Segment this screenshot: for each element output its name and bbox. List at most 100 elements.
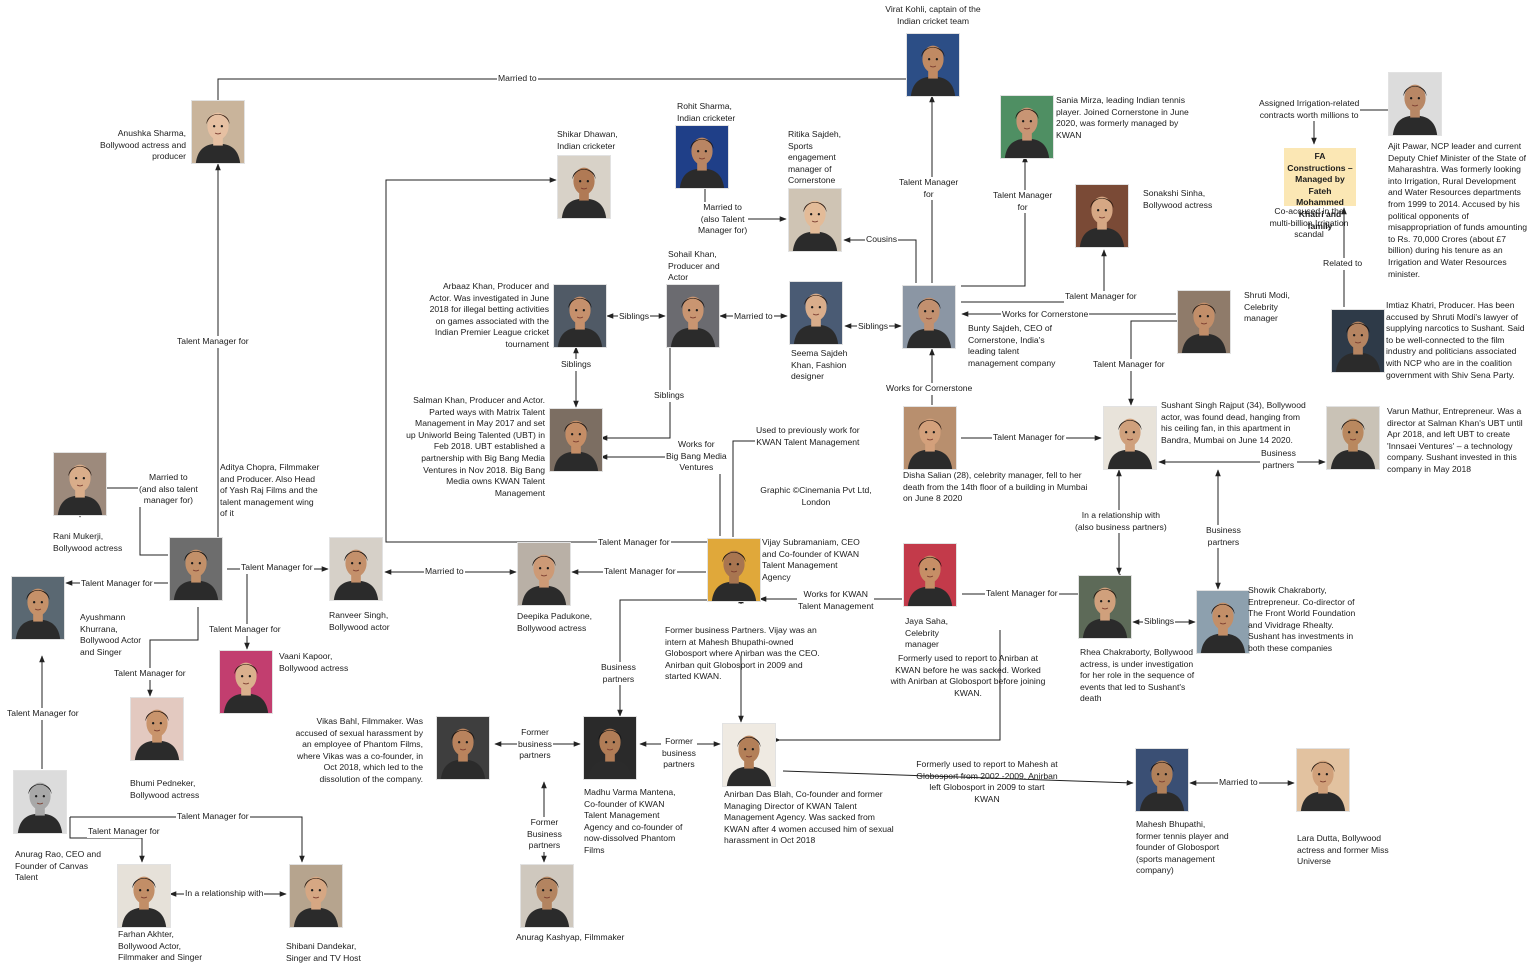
label-imtiaz-khatri: Imtiaz Khatri, Producer. Has been accuse… (1386, 300, 1525, 380)
photo-ranveer-singh (329, 537, 383, 601)
connector-44 (779, 630, 1001, 743)
connector-40 (69, 817, 145, 863)
label-anushka-sharma: Anushka Sharma, Bollywood actress and pr… (100, 128, 186, 162)
photo-farhan-akhter (117, 864, 171, 928)
photo-rohit-sharma (675, 125, 729, 189)
photo-mahesh-bhupathi (1135, 748, 1189, 812)
edge-label-vijay-shikar: Talent Manager for (597, 537, 671, 549)
label-ritika-sajdeh: Ritika Sajdeh, Sports engagement manager… (788, 129, 842, 186)
edge-label-cousins: Cousins (865, 234, 899, 246)
label-salman-khan: Salman Khan, Producer and Actor. Parted … (406, 395, 545, 498)
photo-anurag-rao (13, 770, 67, 834)
photo-anushka-sharma (191, 100, 245, 164)
note-co-accused: Co-accused in the multi-billion Irrigati… (1269, 206, 1349, 240)
label-shruti-modi: Shruti Modi, Celebrity manager (1244, 290, 1290, 324)
edge-label-farhan-shibani: In a relationship with (184, 888, 265, 900)
label-shikar-dhawan: Shikar Dhawan, Indian cricketer (557, 129, 618, 151)
label-ayushmann-khurrana: Ayushmann Khurrana, Bollywood Actor and … (80, 612, 142, 657)
edge-label-sushant-rhea: In a relationship with (also business pa… (1074, 510, 1168, 534)
connector-14 (600, 347, 671, 441)
edge-label-anushka-virat: Married to (497, 73, 538, 85)
label-lara-dutta: Lara Dutta, Bollywood actress and former… (1297, 833, 1389, 867)
edge-label-madhu-anirban: Former business partners (661, 736, 697, 771)
edge-label-arbaaz-sohail: Siblings (618, 311, 651, 323)
label-rani-mukerji: Rani Mukerji, Bollywood actress (53, 531, 123, 553)
photo-bunty-sajdeh (902, 285, 956, 349)
photo-bhumi-pedneker (130, 697, 184, 761)
edge-label-sohail-seema: Married to (733, 311, 774, 323)
edge-label-bunty-sonakshi: Talent Manager for (1064, 291, 1138, 303)
edge-label-sohail-salman: Siblings (653, 390, 686, 402)
label-vikas-bahl: Vikas Bahl, Filmmaker. Was accused of se… (295, 716, 423, 784)
photo-shruti-modi (1177, 290, 1231, 354)
edge-label-mahesh-lara: Married to (1218, 777, 1259, 789)
photo-madhu-varma-mantena (583, 716, 637, 780)
edge-label-disha-cornerstone: Works for Cornerstone (885, 383, 974, 395)
photo-ayushmann-khurrana (11, 576, 65, 640)
edge-label-vijay-bigbang: Works for Big Bang Media Ventures (665, 439, 728, 474)
label-rohit-sharma: Rohit Sharma, Indian cricketer (677, 101, 736, 123)
label-varun-mathur: Varun Mathur, Entrepreneur. Was a direct… (1387, 406, 1523, 474)
edge-label-disha-kwan: Used to previously work for KWAN Talent … (755, 425, 861, 449)
label-sania-mirza: Sania Mirza, leading Indian tennis playe… (1056, 95, 1189, 140)
label-sohail-khan: Sohail Khan, Producer and Actor (668, 249, 720, 283)
edge-label-vijay-deepika: Talent Manager for (603, 566, 677, 578)
photo-sohail-khan (666, 284, 720, 348)
edge-label-vikas-madhu: Former business partners (517, 727, 553, 762)
edge-label-rohit-ritika: Married to (also Talent Manager for) (697, 202, 749, 237)
label-deepika-padukone: Deepika Padukone, Bollywood actress (517, 611, 593, 633)
photo-ajit-pawar (1388, 72, 1442, 136)
photo-seema-sajdeh-khan (789, 281, 843, 345)
edge-label-aditya-ayushmann: Talent Manager for (80, 578, 154, 590)
edge-label-anuragrao-shibani: Talent Manager for (176, 811, 250, 823)
label-ranveer-singh: Ranveer Singh, Bollywood actor (329, 610, 390, 632)
photo-ritika-sajdeh (788, 188, 842, 252)
edge-label-sushant-showik: Business partners (1205, 525, 1242, 549)
photo-virat-kohli (906, 33, 960, 97)
note-reported-to-anirban: Formerly used to report to Anirban at KW… (890, 653, 1046, 698)
photo-sushant-singh-rajput (1103, 406, 1157, 470)
label-jaya-saha: Jaya Saha, Celebrity manager (905, 616, 948, 650)
edge-label-bunty-sania: Talent Manager for (992, 190, 1054, 214)
photo-lara-dutta (1296, 748, 1350, 812)
note-graphic-credit: Graphic ©Cinemania Pvt Ltd, London (760, 485, 872, 507)
edge-label-disha-sushant: Talent Manager for (992, 432, 1066, 444)
label-vaani-kapoor: Vaani Kapoor, Bollywood actress (279, 651, 349, 673)
edge-label-shruti-sushant: Talent Manager for (1092, 359, 1166, 371)
photo-shikar-dhawan (557, 155, 611, 219)
photo-salman-khan (549, 408, 603, 472)
label-virat-kohli: Virat Kohli, captain of the Indian crick… (885, 4, 981, 26)
label-mahesh-bhupathi: Mahesh Bhupathi, former tennis player an… (1136, 819, 1229, 876)
edge-label-arbaaz-salman: Siblings (560, 359, 593, 371)
edge-label-ajit-fa: Assigned Irrigation-related contracts wo… (1258, 98, 1361, 122)
edge-label-aditya-anushka: Talent Manager for (176, 336, 250, 348)
edge-label-anuragrao-ayushmann: Talent Manager for (6, 708, 80, 720)
edge-label-jaya-rhea: Talent Manager for (985, 588, 1059, 600)
edge-label-bunty-virat: Talent Manager for (898, 177, 960, 201)
photo-vaani-kapoor (219, 650, 273, 714)
photo-rhea-chakraborty (1078, 575, 1132, 639)
label-showik-chakraborty: Showik Chakraborty, Entrepreneur. Co-dir… (1248, 585, 1356, 653)
label-shibani-dandekar: Shibani Dandekar, Singer and TV Host (286, 941, 361, 963)
photo-vikas-bahl (436, 716, 490, 780)
edge-label-anuragrao-farhan: Talent Manager for (87, 826, 161, 838)
connector-45 (782, 770, 1134, 786)
label-bunty-sajdeh: Bunty Sajdeh, CEO of Cornerstone, India'… (968, 323, 1056, 368)
connector-5 (961, 155, 1028, 287)
edge-label-sushant-varun: Business partners (1260, 448, 1297, 472)
connector-3 (843, 237, 917, 283)
edge-label-madhu-anurag: Former Business partners (526, 817, 563, 852)
label-rhea-chakraborty: Rhea Chakraborty, Bollywood actress, is … (1080, 647, 1195, 704)
edge-label-related: Related to (1322, 258, 1364, 270)
label-anurag-kashyap: Anurag Kashyap, Filmmaker (516, 932, 625, 942)
photo-varun-mathur (1326, 406, 1380, 470)
fa-constructions-box: FA Constructions – Managed by Fateh Moha… (1284, 148, 1356, 231)
photo-shibani-dandekar (289, 864, 343, 928)
photo-showik-chakraborty (1196, 590, 1250, 654)
photo-arbaaz-khan (553, 284, 607, 348)
edge-label-jaya-kwan: Works for KWAN Talent Management (797, 589, 875, 613)
label-ajit-pawar: Ajit Pawar, NCP leader and current Deput… (1388, 141, 1528, 279)
connector-39 (70, 816, 305, 863)
edge-label-aditya-bhumi: Talent Manager for (113, 668, 187, 680)
label-vijay-subramaniam: Vijay Subramaniam, CEO and Co-founder of… (762, 537, 860, 582)
